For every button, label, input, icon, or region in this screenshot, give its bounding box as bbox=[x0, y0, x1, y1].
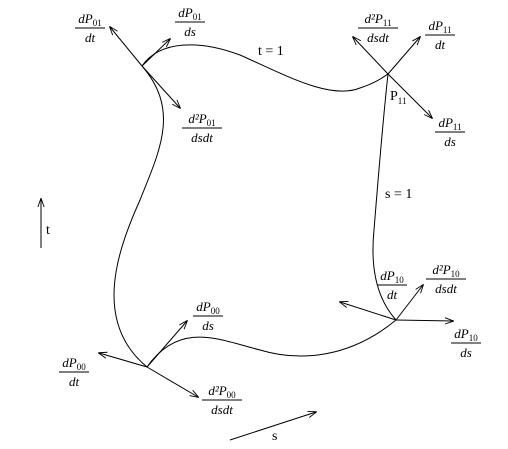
fraction-numerator: d²P11 bbox=[364, 11, 391, 28]
edge-label-s1: s = 1 bbox=[385, 187, 412, 202]
edge-left-curve bbox=[113, 65, 164, 368]
edge-top-curve bbox=[141, 44, 389, 92]
fraction-d2P11dsdt: d²P11 dsdt bbox=[358, 11, 398, 45]
fraction-denominator: dt bbox=[69, 374, 80, 389]
vector-d2P11-dsdt bbox=[353, 37, 389, 75]
fraction-dP00ds: dP00 ds bbox=[193, 299, 223, 333]
edge-bottom-curve bbox=[146, 319, 397, 368]
fraction-denominator: ds bbox=[184, 24, 196, 39]
fraction-denominator: dt bbox=[387, 287, 398, 302]
fraction-numerator: dP10 bbox=[380, 268, 404, 285]
vector-d2P00-dsdt bbox=[146, 366, 198, 397]
fraction-dP10dt: dP10 dt bbox=[377, 268, 407, 302]
vector-d2P10-dsdt bbox=[395, 285, 423, 321]
fraction-numerator: d²P00 bbox=[208, 383, 236, 400]
vector-dP01-dt bbox=[110, 27, 143, 67]
fraction-numerator: dP00 bbox=[62, 355, 86, 372]
fraction-dP11ds: dP11 ds bbox=[435, 115, 465, 149]
fraction-dP00dt: dP00 dt bbox=[59, 355, 89, 389]
fraction-denominator: ds bbox=[202, 318, 214, 333]
fraction-d2P10dsdt: d²P10 dsdt bbox=[426, 262, 466, 296]
fraction-d2P01dsdt: d²P01 dsdt bbox=[182, 111, 222, 145]
fraction-dP11dt: dP11 dt bbox=[425, 18, 455, 52]
edge-right-curve bbox=[372, 73, 397, 321]
fraction-d2P00dsdt: d²P00 dsdt bbox=[202, 383, 242, 417]
fraction-dP01dt: dP01 dt bbox=[75, 11, 105, 45]
s-axis-arrow bbox=[229, 412, 316, 441]
edge-label-t1: t = 1 bbox=[258, 44, 284, 59]
fraction-numerator: dP10 bbox=[454, 326, 478, 343]
fraction-numerator: d²P10 bbox=[432, 262, 460, 279]
fraction-numerator: dP11 bbox=[438, 115, 461, 132]
vector-dP10-ds bbox=[395, 320, 453, 321]
vector-dP11-ds bbox=[387, 73, 432, 118]
vector-dP01-ds bbox=[141, 39, 170, 67]
fraction-denominator: dt bbox=[435, 37, 446, 52]
fraction-denominator: dsdt bbox=[211, 402, 233, 417]
fraction-denominator: ds bbox=[460, 345, 472, 360]
fraction-numerator: d²P01 bbox=[188, 111, 215, 128]
fraction-dP01ds: dP01 ds bbox=[175, 5, 205, 39]
axis-label-t: t bbox=[46, 223, 50, 238]
vector-dP11-dt bbox=[387, 37, 420, 75]
fraction-denominator: dsdt bbox=[435, 281, 457, 296]
vector-dP00-dt bbox=[99, 353, 148, 368]
fraction-dP10ds: dP10 ds bbox=[451, 326, 481, 360]
fraction-denominator: dsdt bbox=[191, 130, 213, 145]
fraction-denominator: dt bbox=[85, 30, 96, 45]
fraction-numerator: dP01 bbox=[78, 11, 101, 28]
fraction-numerator: dP00 bbox=[196, 299, 220, 316]
vector-dP10-dt bbox=[340, 302, 397, 321]
derivative-labels: dP01dtdP01dsd²P01dsdtd²P11dsdtdP11dtdP11… bbox=[59, 5, 481, 417]
fraction-numerator: dP01 bbox=[178, 5, 201, 22]
vector-d2P01-dsdt bbox=[141, 65, 180, 108]
fraction-denominator: dsdt bbox=[367, 30, 389, 45]
fraction-denominator: ds bbox=[444, 134, 456, 149]
point-label-P11: P11 bbox=[390, 89, 406, 106]
vector-dP00-ds bbox=[146, 321, 187, 368]
axis-label-s: s bbox=[272, 429, 277, 444]
fraction-numerator: dP11 bbox=[428, 18, 451, 35]
